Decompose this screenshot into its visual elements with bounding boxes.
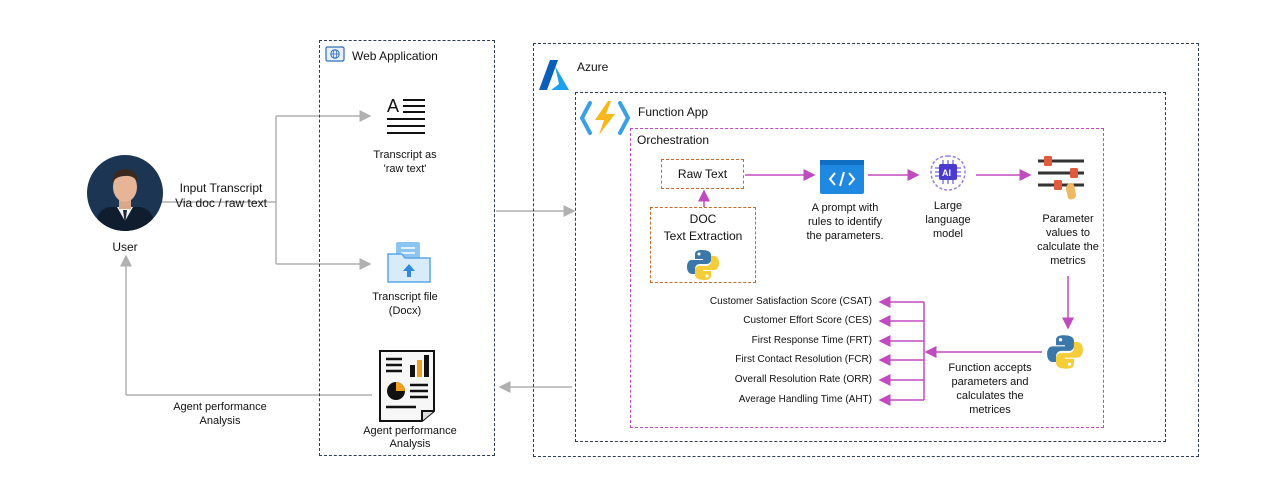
params-label-4: metrics <box>1050 255 1086 267</box>
orchestration-container <box>630 128 1104 428</box>
azure-logo-icon <box>538 58 570 92</box>
params-label-2: values to <box>1045 227 1091 239</box>
doc-extraction-label-1: DOC <box>689 212 717 226</box>
transcript-raw-label-2: 'raw text' <box>383 163 427 175</box>
report-label-2: Analysis <box>389 438 431 450</box>
user-avatar <box>87 155 163 231</box>
output-label-1: Agent performance <box>173 401 267 413</box>
python-icon <box>1046 333 1084 371</box>
report-label-1: Agent performance <box>363 425 457 437</box>
ai-chip-icon: AI <box>925 152 971 196</box>
function-label-2: parameters and <box>951 376 1029 388</box>
code-icon <box>820 160 864 194</box>
text-document-icon: A <box>387 96 427 138</box>
transcript-raw-label-1: Transcript as <box>373 149 437 161</box>
input-connectors <box>120 110 576 396</box>
svg-text:A: A <box>387 96 399 116</box>
metric-frt: First Response Time (FRT) <box>751 335 872 346</box>
output-label-2: Analysis <box>199 415 241 427</box>
metric-orr: Overall Resolution Rate (ORR) <box>734 374 872 385</box>
web-application-container <box>319 40 495 456</box>
metric-ces: Customer Effort Score (CES) <box>743 315 872 326</box>
function-label-4: metrices <box>969 404 1011 416</box>
llm-label-1: Large <box>933 200 963 212</box>
web-application-title: Web Application <box>352 49 438 63</box>
doc-extraction-box: DOC Text Extraction <box>650 207 756 283</box>
svg-text:AI: AI <box>942 168 951 178</box>
input-label-2: Via doc / raw text <box>175 196 267 210</box>
metric-fcr: First Contact Resolution (FCR) <box>735 354 872 365</box>
raw-text-box: Raw Text <box>661 159 744 189</box>
prompt-label-2: rules to identify <box>808 216 882 228</box>
orchestration-title: Orchestration <box>637 133 710 147</box>
azure-container <box>533 43 1199 457</box>
input-label-1: Input Transcript <box>179 181 263 195</box>
function-label-3: calculates the <box>956 390 1024 402</box>
prompt-label-1: A prompt with <box>811 202 879 214</box>
azure-title: Azure <box>577 60 609 74</box>
transcript-file-label-2: (Docx) <box>388 305 422 317</box>
function-label-1: Function accepts <box>948 362 1032 374</box>
metric-csat: Customer Satisfaction Score (CSAT) <box>709 296 872 307</box>
report-icon <box>376 349 438 423</box>
sliders-icon <box>1036 155 1086 201</box>
prompt-label-3: the parameters. <box>806 230 884 242</box>
user-label: User <box>112 240 138 254</box>
function-app-container <box>575 92 1166 442</box>
llm-label-2: language <box>925 214 971 226</box>
params-label-3: calculate the <box>1037 241 1099 253</box>
doc-extraction-label-2: Text Extraction <box>663 229 743 243</box>
raw-text-label: Raw Text <box>677 167 728 181</box>
globe-icon <box>325 46 345 64</box>
metric-aht: Average Handling Time (AHT) <box>738 394 872 405</box>
params-label-1: Parameter <box>1042 213 1094 225</box>
python-icon <box>686 248 720 282</box>
function-app-title: Function App <box>638 105 709 119</box>
function-app-icon <box>579 99 631 137</box>
llm-label-3: model <box>933 228 963 240</box>
orchestration-connectors <box>698 169 1074 406</box>
transcript-file-label-1: Transcript file <box>372 291 438 303</box>
folder-upload-icon <box>386 240 432 284</box>
